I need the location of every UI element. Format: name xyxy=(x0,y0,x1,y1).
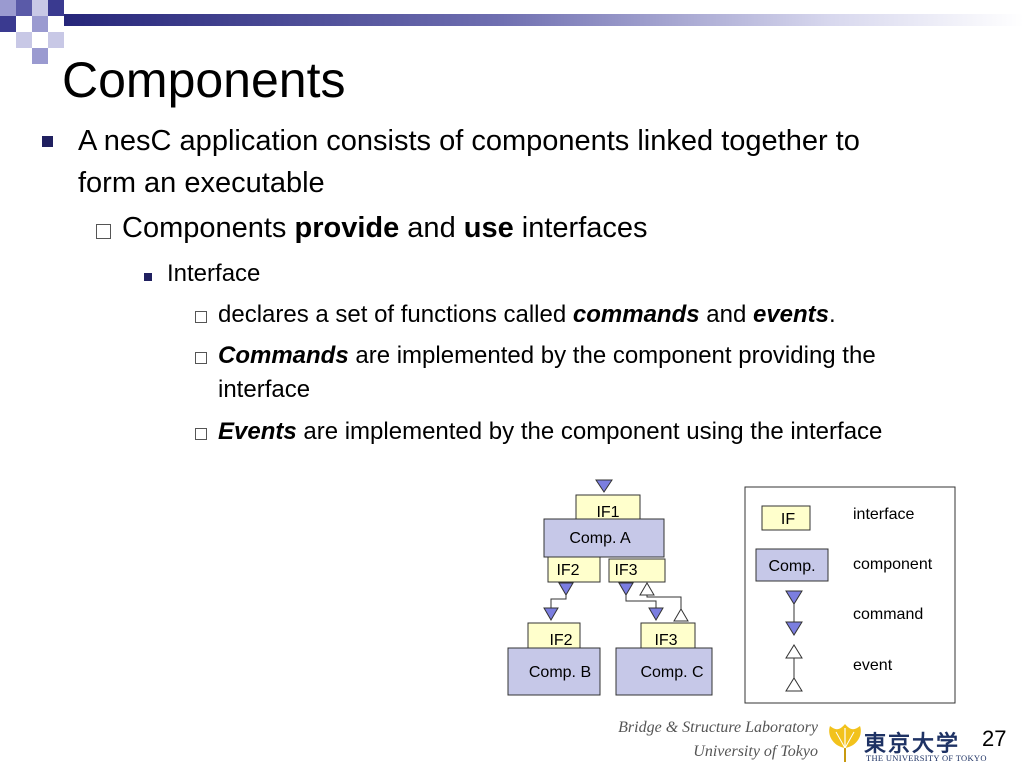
text: are implemented by the component providi… xyxy=(348,342,876,369)
bullet-commands-line2: interface xyxy=(218,376,311,403)
if3-top-box xyxy=(608,558,666,583)
wire xyxy=(625,595,657,608)
if2-bottom-box xyxy=(527,622,581,650)
events-keyword: events xyxy=(752,301,830,328)
command-arrow-icon xyxy=(785,621,803,636)
use-keyword: use xyxy=(463,212,514,244)
if2-top-label: IF2 xyxy=(556,562,579,579)
legend-interface-label: interface xyxy=(853,506,914,523)
logo-kanji: 東京大学 xyxy=(864,731,961,757)
legend-if-box xyxy=(761,505,811,531)
comp-b-box xyxy=(507,647,601,696)
bullet-marker xyxy=(96,224,111,239)
component-diagram: IF1 Comp. A IF2 IF3 IF2 Comp. B IF3 Comp… xyxy=(507,479,713,696)
command-arrow-icon xyxy=(595,479,613,493)
text: declares a set of functions called xyxy=(218,301,573,328)
text: interfaces xyxy=(513,212,648,244)
footer-line1: Bridge & Structure Laboratory xyxy=(618,719,818,736)
bullet-application-line2: form an executable xyxy=(78,167,325,199)
command-arrow-icon xyxy=(543,607,559,621)
page-number: 27 xyxy=(982,726,1007,751)
text: Components xyxy=(122,212,295,244)
bullet-events: Events are implemented by the component … xyxy=(218,415,882,449)
bullet-application: A nesC application consists of component… xyxy=(78,120,1018,204)
footer-line2: University of Tokyo xyxy=(693,743,818,760)
text: . xyxy=(829,301,836,328)
bullet-marker xyxy=(195,428,207,440)
comp-b-label: Comp. B xyxy=(529,664,591,681)
legend-box: IF interface Comp. component command eve… xyxy=(744,486,956,704)
event-arrow-icon xyxy=(673,608,689,622)
legend-if-label: IF xyxy=(781,511,795,528)
comp-c-box xyxy=(615,647,713,696)
if3-bottom-label: IF3 xyxy=(654,632,677,649)
legend-component-label: component xyxy=(853,556,933,573)
bullet-declares: declares a set of functions called comma… xyxy=(218,298,836,332)
command-arrow-icon xyxy=(648,607,664,621)
wire xyxy=(550,595,567,608)
if2-bottom-label: IF2 xyxy=(549,632,572,649)
bullet-marker xyxy=(42,136,53,147)
bullet-interface: Interface xyxy=(167,260,261,287)
commands-keyword: Commands xyxy=(218,342,349,369)
if1-label: IF1 xyxy=(596,504,619,521)
if2-top-box xyxy=(547,556,601,583)
command-arrow-icon xyxy=(618,582,634,596)
text: are implemented by the component using t… xyxy=(296,418,883,445)
event-arrow-icon xyxy=(639,582,655,596)
provide-keyword: provide xyxy=(294,212,400,244)
footer-lab: Bridge & Structure Laboratory University… xyxy=(618,716,818,764)
comp-a-label: Comp. A xyxy=(569,530,631,547)
event-arrow-icon xyxy=(785,677,803,692)
logo-subtitle: THE UNIVERSITY OF TOKYO xyxy=(866,753,987,763)
legend-command-label: command xyxy=(853,606,923,623)
bullet-marker xyxy=(144,273,152,281)
text: and xyxy=(699,301,753,328)
bullet-marker xyxy=(195,352,207,364)
bullet-application-line1: A nesC application consists of component… xyxy=(78,125,860,157)
if3-top-label: IF3 xyxy=(614,562,637,579)
events-keyword: Events xyxy=(218,418,297,445)
page-title: Components xyxy=(62,52,346,108)
wire xyxy=(646,595,682,609)
legend-event-label: event xyxy=(853,657,893,674)
legend-comp-label: Comp. xyxy=(768,558,815,575)
top-bar xyxy=(64,14,1024,26)
command-arrow-icon xyxy=(785,590,803,605)
if1-box xyxy=(575,494,641,522)
comp-c-label: Comp. C xyxy=(640,664,703,681)
ginkgo-logo-icon xyxy=(829,724,861,762)
legend-comp-box xyxy=(755,548,829,582)
commands-keyword: commands xyxy=(572,301,700,328)
bullet-provide-use: Components provide and use interfaces xyxy=(122,212,648,245)
text: and xyxy=(399,212,464,244)
command-arrow-icon xyxy=(558,582,574,596)
bullet-marker xyxy=(195,311,207,323)
comp-a-box xyxy=(543,518,665,558)
bullet-commands: Commands are implemented by the componen… xyxy=(218,339,876,407)
